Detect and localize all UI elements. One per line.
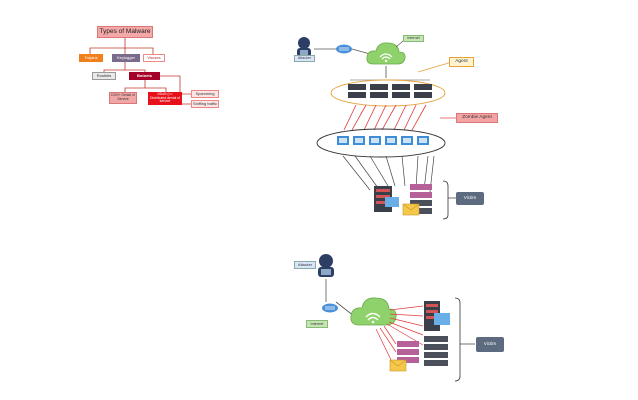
- zombie-computers-icon: [337, 136, 429, 145]
- spamming-node: Spamming: [191, 90, 219, 98]
- agent-label: Agent: [449, 57, 474, 67]
- ddos-internet-label: Internet: [403, 35, 424, 42]
- botnet-internet-label: Internet: [306, 320, 328, 328]
- zombie-ellipse: [316, 128, 446, 158]
- ddos-cloud-icon: [366, 42, 406, 65]
- ddos-victim-label: Victim: [456, 192, 484, 205]
- viruses-node: Viruses: [143, 54, 165, 62]
- ddos-attacker-label: Attacker: [294, 55, 315, 62]
- botnet-victim-label: Victim: [476, 337, 504, 352]
- botnet-cloud-icon: [350, 297, 397, 326]
- ddos-victim-servers-icon: [374, 184, 432, 216]
- botnet-victim-bracket: [454, 297, 461, 382]
- ddos-attacker-icon: [297, 37, 311, 57]
- trojans-node: Trojans: [79, 54, 103, 62]
- malware-types-root: Types of Malware: [97, 26, 153, 38]
- agent-servers-icon: [348, 84, 432, 98]
- ddos-victim-bracket: [442, 180, 449, 220]
- agent-ellipse: [330, 79, 446, 107]
- agent-to-zombie-arrows: [343, 104, 427, 131]
- sniffing-node: Sniffing traffic: [191, 100, 219, 108]
- botnets-node: Botnets: [129, 72, 160, 80]
- rootkits-node: Rootkits: [92, 72, 116, 80]
- botnet-victim-servers-icon: [389, 301, 450, 372]
- dos-node: DOS+ Denial of Service: [109, 92, 137, 104]
- keylogger-node: Keylogger: [112, 54, 140, 62]
- botnet-attacker-label: Attacker: [294, 261, 316, 269]
- ddos-router-icon: [336, 44, 352, 54]
- ddos-node: DDoS (== Distributed denial of service: [148, 92, 182, 105]
- zombie-agent-label: Zombie Agent: [456, 113, 498, 123]
- botnet-attacker-icon: [318, 254, 334, 277]
- botnet-router-icon: [322, 303, 338, 313]
